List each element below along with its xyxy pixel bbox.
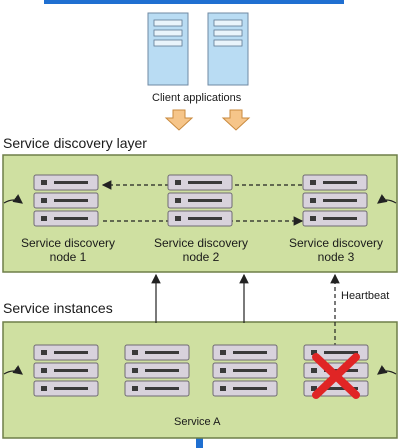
- node-number-line: node 3: [317, 250, 355, 264]
- node-number-line: node 1: [49, 250, 87, 264]
- left-side-arrow: [3, 194, 23, 204]
- node-name-line: Service discovery: [288, 236, 384, 250]
- server-rack-icon: [212, 344, 278, 397]
- red-x-icon: [312, 353, 360, 399]
- left-side-arrow: [3, 365, 23, 375]
- down-arrow-icon: [164, 109, 194, 131]
- right-side-arrow: [377, 365, 397, 375]
- heartbeat-label: Heartbeat: [341, 290, 390, 302]
- discovery-node-label: Service discovery node 2: [141, 236, 261, 264]
- cropped-bottom-fragment: [196, 438, 203, 448]
- server-tower-icon: [207, 12, 249, 86]
- node-name-line: Service discovery: [153, 236, 249, 250]
- node-number-line: node 2: [182, 250, 220, 264]
- discovery-node-label: Service discovery node 1: [8, 236, 128, 264]
- discovery-node-label: Service discovery node 3: [276, 236, 396, 264]
- service-instances-title: Service instances: [3, 300, 113, 316]
- server-rack-icon: [124, 344, 190, 397]
- down-arrow-icon: [221, 109, 251, 131]
- node-name-line: Service discovery: [20, 236, 116, 250]
- server-rack-icon: [302, 174, 368, 227]
- discovery-layer-title: Service discovery layer: [3, 135, 147, 151]
- server-rack-icon: [167, 174, 233, 227]
- server-tower-icon: [147, 12, 189, 86]
- service-a-label: Service A: [174, 416, 221, 428]
- cropped-top-fragment: [44, 0, 344, 4]
- right-side-arrow: [377, 194, 397, 204]
- server-rack-icon: [33, 344, 99, 397]
- client-applications-label: Client applications: [152, 92, 242, 104]
- server-rack-icon: [33, 174, 99, 227]
